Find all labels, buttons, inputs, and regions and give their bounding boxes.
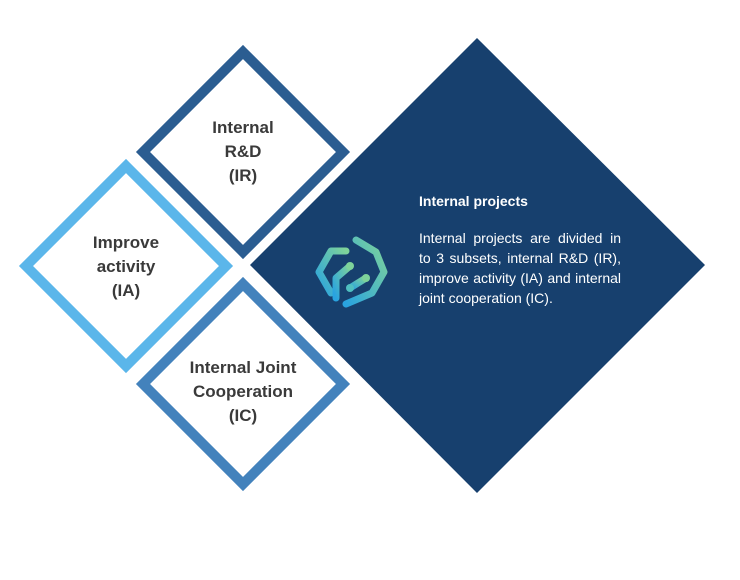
diamond-ic-line-3: (IC) [228, 406, 258, 425]
diamond-ia-line-1: Improve [92, 233, 160, 252]
panel-text: Internal projects Internal projects are … [419, 192, 621, 308]
diamond-ic-line-1: Internal Joint [189, 358, 297, 377]
diamond-ir-line-3: (IR) [228, 166, 258, 185]
diamond-ia [18, 158, 234, 374]
panel-body: Internal projects are divided in to 3 su… [419, 230, 621, 306]
diamond-ic-line-2: Cooperation [192, 382, 294, 401]
diamond-ia-line-2: activity [96, 257, 156, 276]
diamond-ia-line-3: (IA) [111, 281, 141, 300]
diamond-ir-line-1: Internal [212, 118, 274, 137]
diamond-label-ia: Improve activity (IA) [66, 231, 186, 303]
diamond-ir [135, 44, 351, 260]
diamond-ir-line-2: R&D [224, 142, 262, 161]
hexagon-circuit-logo-icon [315, 236, 388, 308]
diamond-label-ic: Internal Joint Cooperation (IC) [173, 356, 313, 428]
diamond-label-ir: Internal R&D (IR) [183, 116, 303, 188]
diamond-ic [135, 276, 351, 492]
internal-projects-diamond [250, 38, 705, 493]
panel-title: Internal projects [419, 193, 528, 209]
